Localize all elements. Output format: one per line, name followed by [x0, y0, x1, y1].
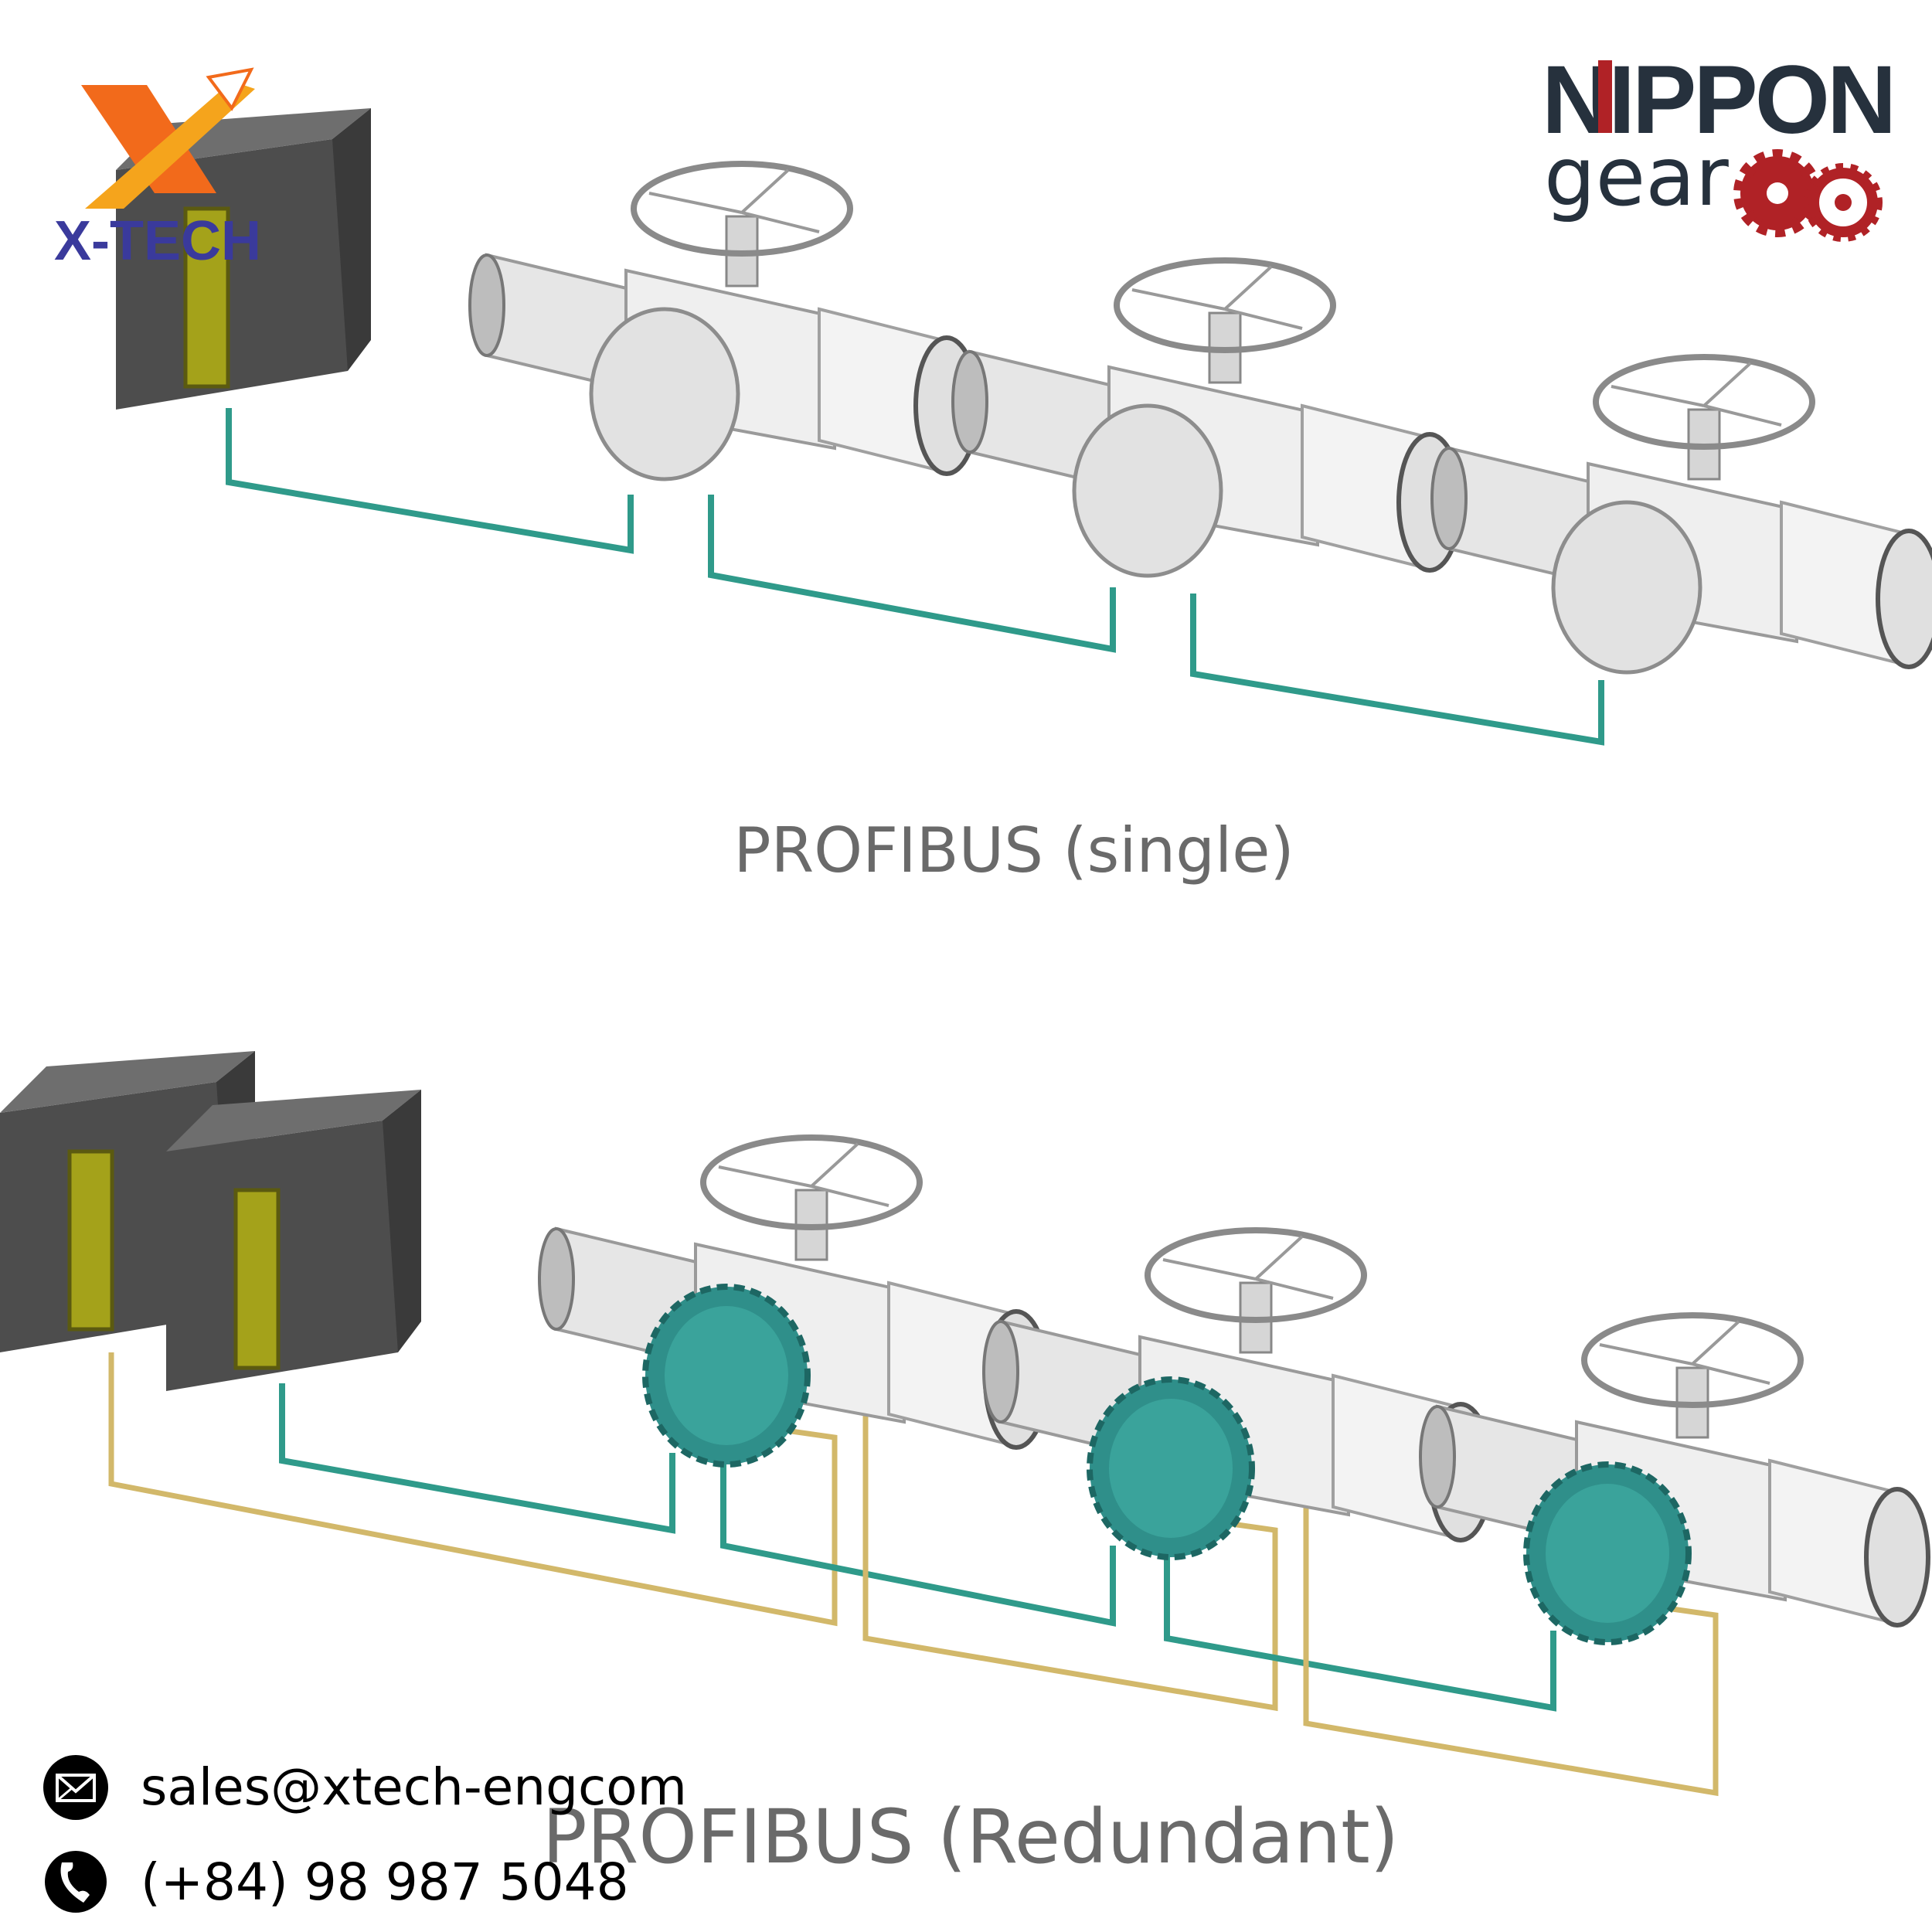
- valve-actuator: [539, 1138, 1047, 1464]
- xtech-logo-text: X-TECH: [54, 210, 261, 272]
- caption-single: PROFIBUS (single): [733, 815, 1294, 886]
- gear-logo-text: gear: [1544, 130, 1730, 224]
- valve-actuator: [1420, 1315, 1928, 1642]
- envelope-icon: [43, 1755, 108, 1820]
- profibus-cable-b: [108, 1352, 838, 1627]
- gear-icon: [1733, 149, 1883, 242]
- valve-actuator: [984, 1230, 1492, 1557]
- profibus-cable-a: [720, 1461, 1116, 1627]
- xtech-logo: X-TECH: [54, 67, 261, 272]
- profibus-cable-a: [1164, 1546, 1556, 1712]
- phone-text[interactable]: (+84) 98 987 5048: [141, 1852, 629, 1912]
- contact-email[interactable]: sales@xtech-engcom: [43, 1755, 687, 1820]
- profibus-cable: [1190, 594, 1604, 746]
- profibus-cable: [226, 408, 634, 554]
- valve-actuator: [953, 260, 1461, 576]
- email-text[interactable]: sales@xtech-engcom: [141, 1757, 687, 1817]
- profibus-cable-a: [279, 1383, 675, 1534]
- profibus-cable: [708, 495, 1116, 653]
- caption-redundant: PROFIBUS (Redundant): [543, 1794, 1400, 1880]
- contact-phone[interactable]: (+84) 98 987 5048: [45, 1851, 629, 1913]
- valve-actuator: [470, 164, 978, 479]
- redundant-topology: PROFIBUS (Redundant): [0, 1051, 1928, 1880]
- nippon-gear-logo: NIPPON gear: [1542, 46, 1896, 242]
- single-topology: PROFIBUS (single): [116, 108, 1932, 886]
- phone-icon: [45, 1851, 107, 1913]
- valve-actuator: [1432, 357, 1932, 672]
- plc-controller-b: [166, 1090, 421, 1391]
